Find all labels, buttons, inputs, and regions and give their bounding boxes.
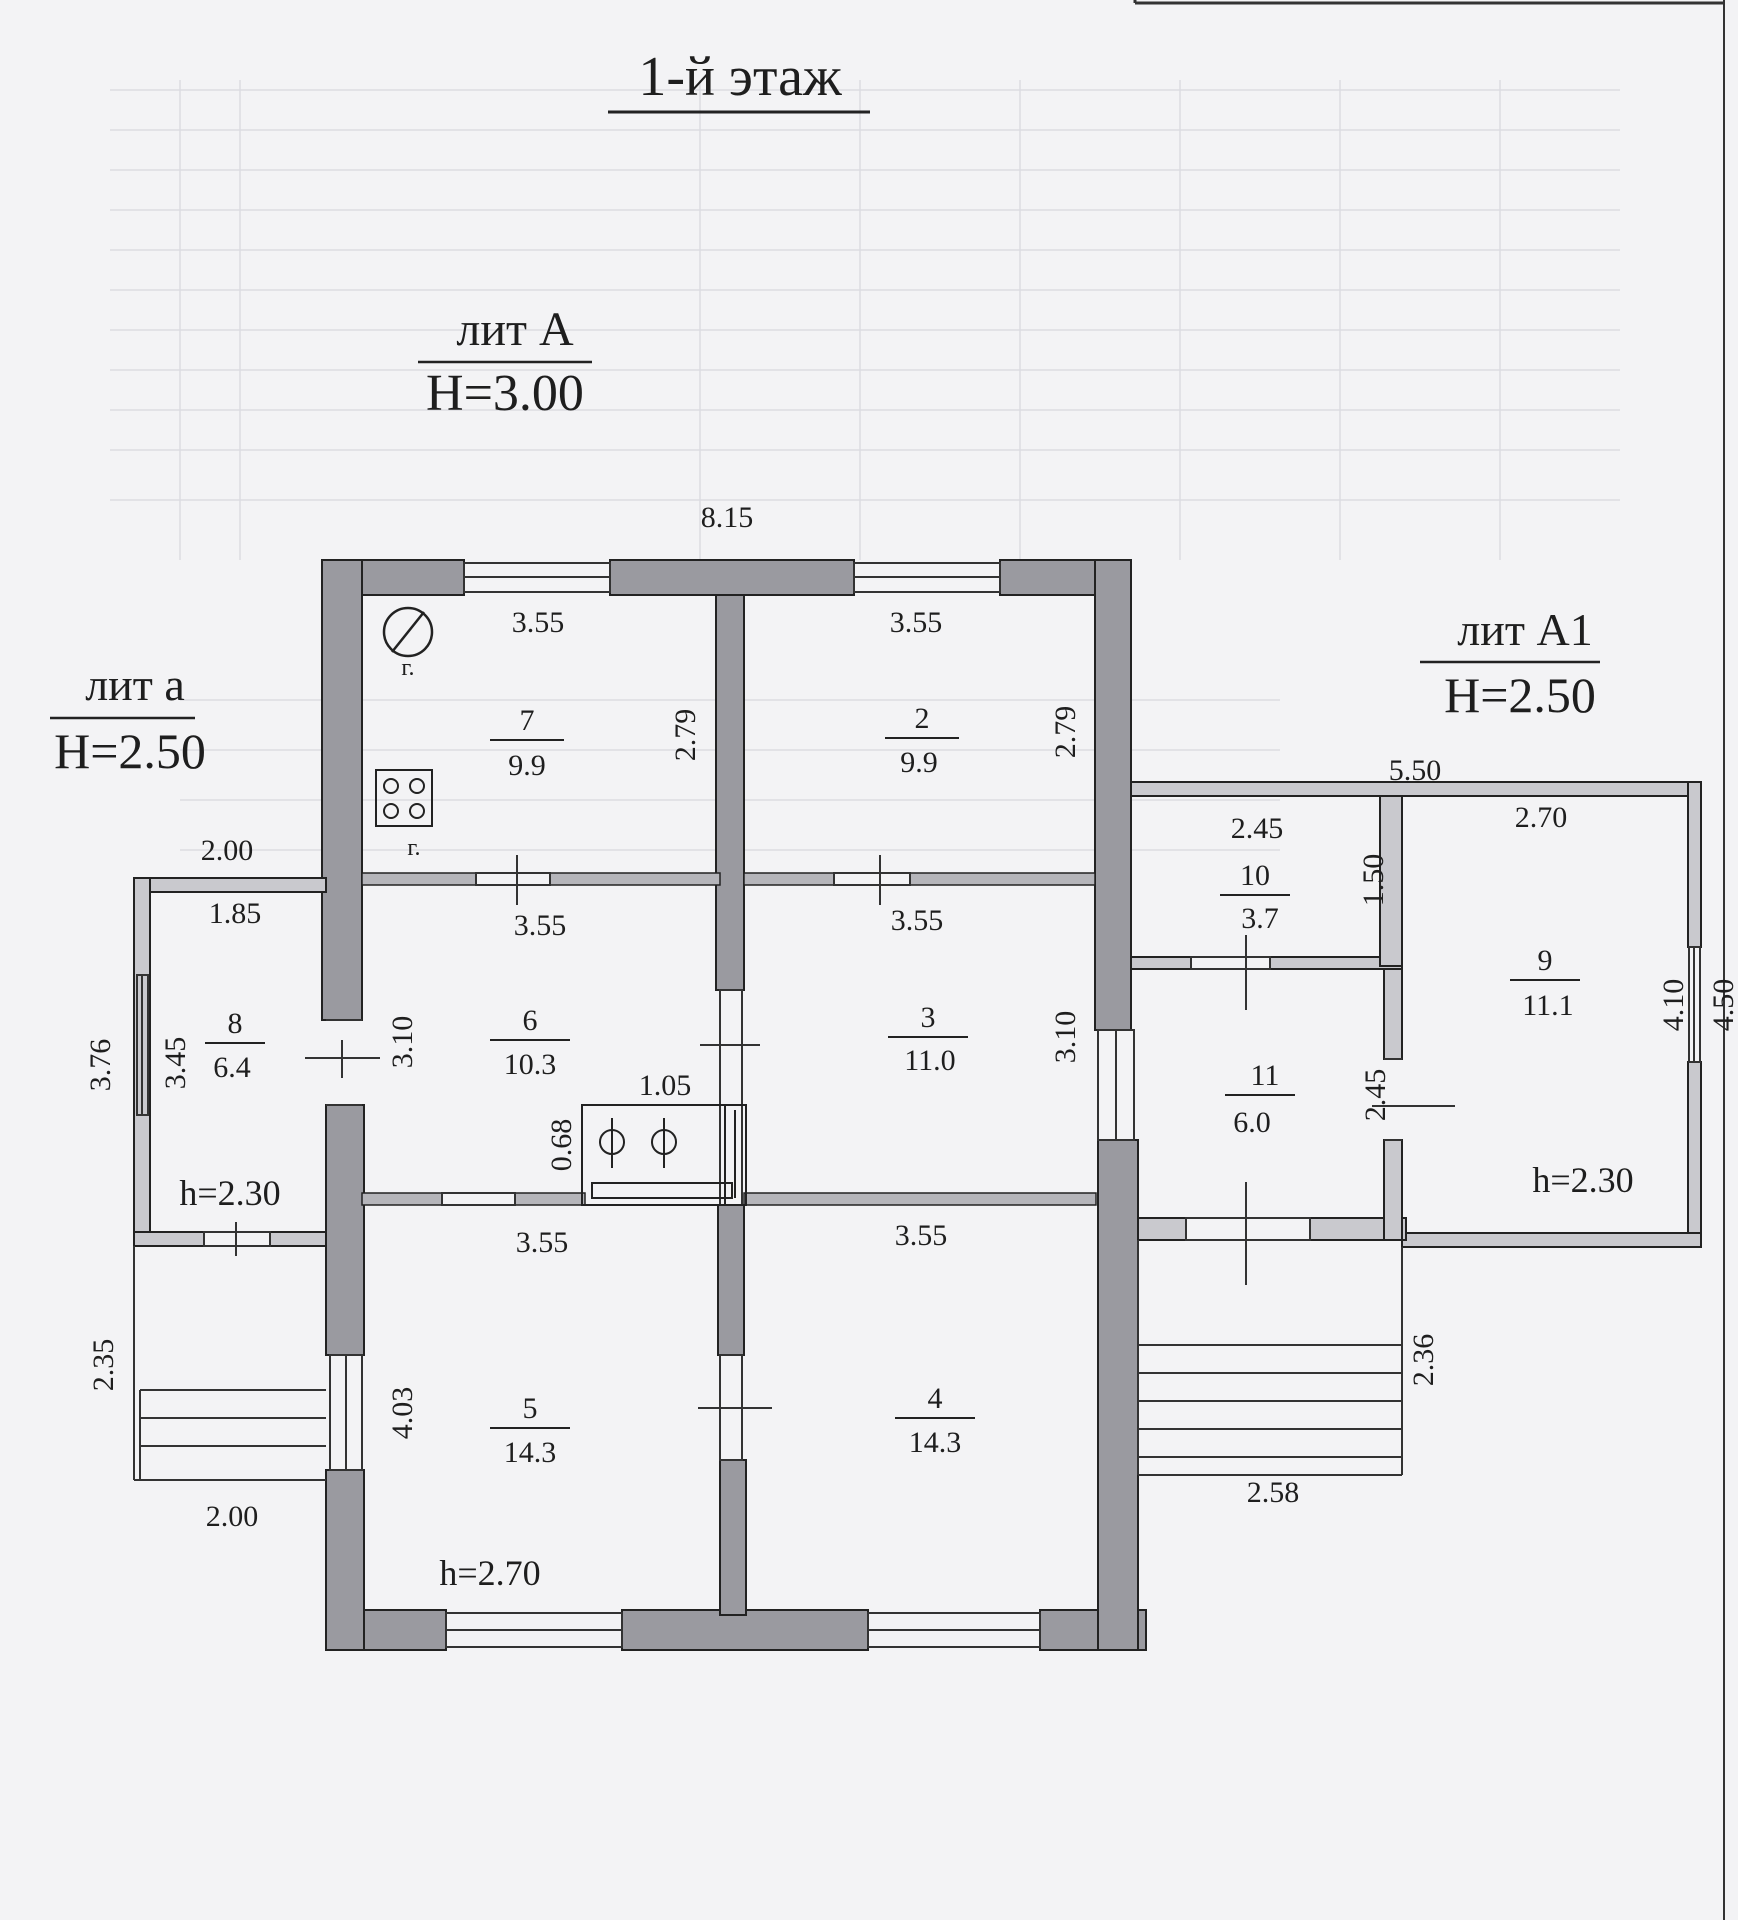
dimensions: 8.15 3.55 3.55 2.79 2.79 3.55 3.55 3.10 … bbox=[84, 501, 1738, 1533]
dim-room6-width: 3.55 bbox=[514, 909, 567, 942]
section-A-height: H=3.00 bbox=[426, 365, 584, 422]
room-2-area: 9.9 bbox=[900, 746, 938, 779]
section-A-name: лит А bbox=[456, 303, 574, 356]
ceiling-heights: h=2.30 h=2.70 h=2.30 bbox=[179, 1160, 1633, 1593]
dim-room10-width: 2.45 bbox=[1231, 812, 1284, 845]
partition-doors bbox=[305, 855, 911, 1461]
dim-room7-width: 3.55 bbox=[512, 606, 565, 639]
dim-room3-height: 3.10 bbox=[1049, 1011, 1082, 1064]
room-3-area: 11.0 bbox=[904, 1044, 955, 1077]
dim-room5-width: 3.55 bbox=[516, 1226, 569, 1259]
room-10-number: 10 bbox=[1240, 859, 1270, 892]
room-10-area: 3.7 bbox=[1241, 902, 1279, 935]
main-windows bbox=[326, 562, 1135, 1648]
room-labels: 7 9.9 2 9.9 6 10.3 3 11.0 5 14.3 4 14.3 … bbox=[205, 702, 1580, 1469]
room-4-area: 14.3 bbox=[909, 1426, 962, 1459]
room-11-area: 6.0 bbox=[1233, 1106, 1271, 1139]
dim-a-outer-width: 2.00 bbox=[201, 834, 254, 867]
room-6-area: 10.3 bbox=[504, 1048, 557, 1081]
room-9-number: 9 bbox=[1538, 944, 1553, 977]
dim-A1-width: 5.50 bbox=[1389, 754, 1442, 787]
height-main: h=2.70 bbox=[439, 1553, 540, 1593]
annex-A1-openings bbox=[1137, 935, 1701, 1476]
height-annex-a: h=2.30 bbox=[179, 1173, 280, 1213]
gas-meter-icon bbox=[382, 606, 434, 658]
room-7-area: 9.9 bbox=[508, 749, 546, 782]
gas-label-2: г. bbox=[407, 835, 420, 861]
room-8-area: 6.4 bbox=[213, 1051, 251, 1084]
main-partitions bbox=[361, 872, 1097, 1206]
gas-label-1: г. bbox=[401, 655, 414, 681]
dim-room9-outer-height: 4.50 bbox=[1707, 979, 1738, 1032]
section-a-height: H=2.50 bbox=[54, 723, 206, 779]
room-5-area: 14.3 bbox=[504, 1436, 557, 1469]
dim-a-inner-height: 3.45 bbox=[159, 1037, 192, 1090]
section-A1-height: H=2.50 bbox=[1444, 667, 1596, 723]
dim-porch-right-width: 2.58 bbox=[1247, 1476, 1300, 1509]
dim-room9-width: 2.70 bbox=[1515, 801, 1568, 834]
annex-a-openings bbox=[133, 974, 326, 1481]
dim-room3-width: 3.55 bbox=[891, 904, 944, 937]
dim-room9-inner-height: 4.10 bbox=[1657, 979, 1690, 1032]
gas-stove-icon bbox=[375, 769, 433, 827]
room-3-number: 3 bbox=[921, 1001, 936, 1034]
room-11-number: 11 bbox=[1251, 1059, 1280, 1092]
dim-room11-height: 2.45 bbox=[1359, 1069, 1392, 1122]
dim-room5-height: 4.03 bbox=[386, 1387, 419, 1440]
section-a-name: лит а bbox=[85, 659, 185, 710]
dim-room4-width: 3.55 bbox=[895, 1219, 948, 1252]
height-annex-A1: h=2.30 bbox=[1532, 1160, 1633, 1200]
room-7-number: 7 bbox=[520, 704, 535, 737]
dim-porch-left-width: 2.00 bbox=[206, 1500, 259, 1533]
dim-stove-height: 0.68 bbox=[545, 1119, 578, 1172]
dim-room2-height: 2.79 bbox=[1049, 706, 1082, 759]
dim-overall-width: 8.15 bbox=[701, 501, 754, 534]
dim-a-inner-width: 1.85 bbox=[209, 897, 262, 930]
dim-porch-right-height: 2.36 bbox=[1407, 1334, 1440, 1387]
plan-title: 1-й этаж bbox=[638, 46, 842, 108]
dim-stove-width: 1.05 bbox=[639, 1069, 692, 1102]
dim-room10-height: 1.50 bbox=[1357, 854, 1390, 907]
dim-room7-height: 2.79 bbox=[669, 709, 702, 762]
room-8-number: 8 bbox=[228, 1007, 243, 1040]
stove bbox=[581, 1104, 747, 1206]
room-2-number: 2 bbox=[915, 702, 930, 735]
dim-a-outer-height: 3.76 bbox=[84, 1039, 117, 1092]
annex-A1 bbox=[1130, 781, 1702, 1248]
room-4-number: 4 bbox=[928, 1382, 943, 1415]
dim-room2-width: 3.55 bbox=[890, 606, 943, 639]
section-A1-name: лит А1 bbox=[1457, 604, 1592, 655]
dim-porch-left-height: 2.35 bbox=[87, 1339, 120, 1392]
room-9-area: 11.1 bbox=[1522, 989, 1573, 1022]
room-5-number: 5 bbox=[523, 1392, 538, 1425]
dim-room6-height: 3.10 bbox=[386, 1016, 419, 1069]
room-6-number: 6 bbox=[523, 1004, 538, 1037]
